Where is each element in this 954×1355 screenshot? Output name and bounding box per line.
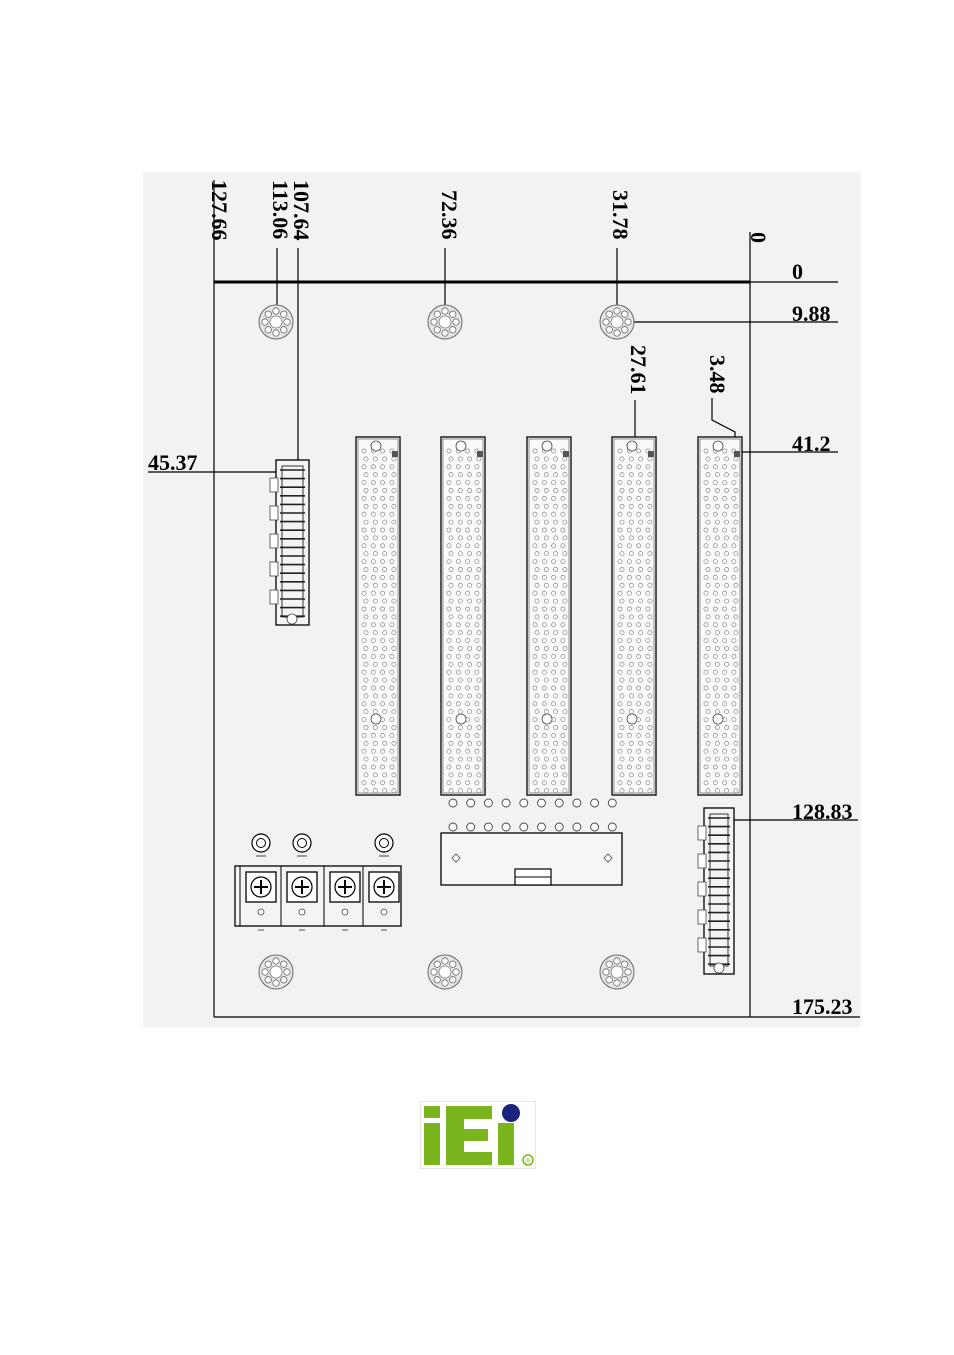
expansion-slot (440, 436, 486, 796)
header-pin (590, 822, 600, 832)
right-power-connector (697, 807, 735, 975)
header-pin (501, 822, 511, 832)
connector-body (275, 459, 310, 626)
dim-128-83: 128.83 (792, 799, 853, 824)
dim-127-66: 127.66 (207, 180, 232, 241)
header-pin (501, 798, 511, 808)
logo-e-letter (446, 1106, 492, 1165)
pin-header (440, 798, 623, 886)
dimension-leaders (148, 248, 858, 821)
dim-0-top: 0 (746, 232, 771, 243)
dim-72-36: 72.36 (437, 190, 462, 240)
header-pin (483, 822, 493, 832)
header-pin (519, 798, 529, 808)
terminal-block (234, 833, 402, 931)
header-pin (448, 798, 458, 808)
header-pin (590, 798, 600, 808)
header-pin (537, 798, 546, 808)
header-pin (554, 798, 564, 808)
logo-i2-stem (498, 1123, 514, 1165)
dim-107-64: 107.64 (289, 180, 314, 241)
mounting-hole (599, 304, 635, 340)
mounting-hole (427, 954, 463, 990)
dim-41-2: 41.2 (792, 431, 831, 456)
mounting-hole (258, 954, 294, 990)
header-pin (537, 822, 546, 832)
led-icon (374, 833, 394, 857)
led-icon (292, 833, 312, 857)
expansion-slots (355, 436, 743, 796)
dim-113-06: 113.06 (268, 180, 293, 239)
logo-registered: ® (526, 1157, 532, 1165)
dim-45-37: 45.37 (148, 450, 198, 475)
header-pin (554, 822, 564, 832)
right-dimension-labels: 0 9.88 41.2 128.83 175.23 45.37 (148, 259, 853, 1019)
header-pin (483, 798, 493, 808)
registered-mark-icon (522, 1154, 534, 1166)
dim-9-88: 9.88 (792, 301, 831, 326)
header-pin (448, 822, 458, 832)
logo-blue-dot (502, 1104, 520, 1122)
header-pin (466, 822, 476, 832)
atx-power-connector (269, 459, 310, 626)
expansion-slot (611, 436, 657, 796)
expansion-slot (697, 436, 743, 796)
mounting-hole (599, 954, 635, 990)
mounting-hole (427, 304, 463, 340)
dim-175-23: 175.23 (792, 994, 853, 1019)
dim-0-right: 0 (792, 259, 803, 284)
header-pin (607, 798, 617, 808)
led-icon (251, 833, 271, 857)
header-pin (607, 822, 617, 832)
header-pin (572, 822, 582, 832)
board-outline (213, 180, 860, 1018)
mounting-holes (258, 304, 635, 990)
dim-3-48: 3.48 (705, 355, 730, 394)
header-pin (572, 798, 582, 808)
iei-logo: ® (420, 1101, 536, 1169)
dim-31-78: 31.78 (608, 190, 633, 240)
mounting-hole (258, 304, 294, 340)
top-dimension-labels: 127.66 113.06 107.64 72.36 31.78 0 27.61… (207, 180, 771, 395)
expansion-slot (526, 436, 572, 796)
logo-i-dot-square (424, 1106, 440, 1118)
logo-i-stem (424, 1123, 440, 1165)
header-pin (466, 798, 476, 808)
connector-body (703, 807, 735, 975)
expansion-slot (355, 436, 401, 796)
dim-27-61: 27.61 (626, 345, 651, 395)
header-pin (519, 822, 529, 832)
